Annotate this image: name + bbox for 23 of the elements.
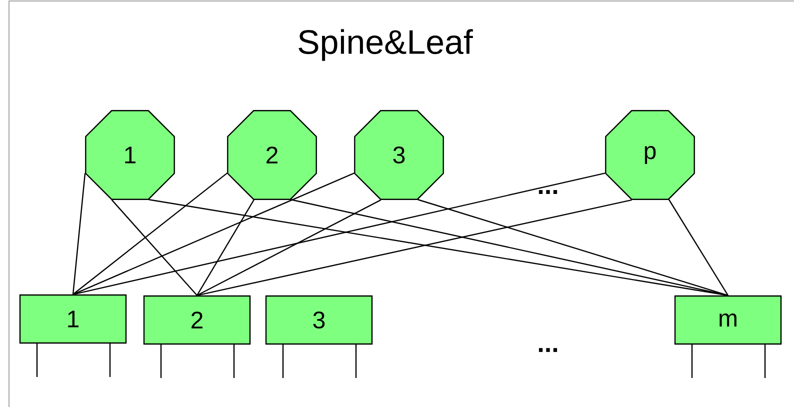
- link-line: [72, 172, 228, 295]
- link-line: [196, 199, 632, 296]
- link-line: [72, 172, 354, 295]
- spine-switch: 1: [85, 110, 175, 200]
- link-line: [196, 199, 382, 296]
- leaf-switch: m: [674, 295, 782, 345]
- spine-switch: 3: [354, 110, 444, 200]
- link-line: [196, 200, 254, 296]
- link-line: [72, 173, 86, 294]
- leaf-switch: 1: [19, 294, 127, 344]
- ellipsis: ...: [538, 348, 558, 352]
- link-line: [148, 199, 728, 296]
- link-line: [290, 199, 728, 296]
- leaf-switch: 2: [143, 295, 251, 345]
- spine-switch: 2: [227, 110, 317, 200]
- ellipsis: ...: [538, 190, 558, 194]
- title: Spine&Leaf: [298, 29, 473, 61]
- link-line: [111, 200, 198, 296]
- leaf-switch: 3: [265, 295, 373, 345]
- spine-switch: p: [605, 110, 695, 200]
- link-line: [668, 199, 729, 296]
- link-line: [418, 199, 728, 296]
- link-line: [72, 172, 606, 295]
